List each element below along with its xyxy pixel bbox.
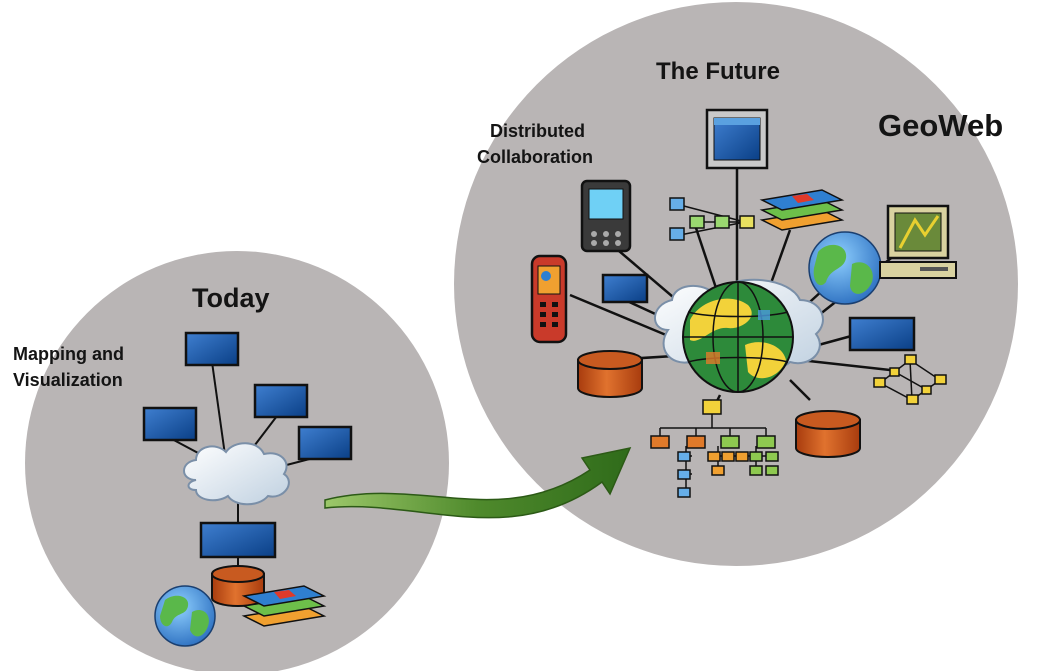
distributed-label-line1: Distributed [490, 121, 586, 141]
computer-monitor-icon [601, 273, 649, 304]
mapping-label-line1: Mapping and [13, 344, 124, 364]
workflow-icon [669, 197, 755, 241]
computer-monitor-icon [199, 521, 277, 559]
geoweb-label: GeoWeb [878, 108, 1004, 143]
computer-monitor-icon [297, 425, 353, 461]
database-icon [577, 350, 643, 398]
computer-monitor-icon [142, 406, 198, 442]
curved-arrow-icon [324, 446, 632, 519]
distributed-label-line2: Collaboration [477, 147, 593, 167]
org-chart-icon [650, 399, 779, 498]
computer-monitor-icon [184, 331, 240, 367]
globe-icon [154, 585, 216, 647]
mobile-phone-icon [530, 254, 568, 344]
computer-monitor-icon [705, 108, 769, 170]
pda-device-icon [580, 179, 632, 253]
computer-monitor-icon [848, 316, 916, 352]
desktop-computer-icon [879, 204, 957, 279]
cloud-icon [183, 442, 290, 506]
globe-icon [682, 281, 794, 393]
future-label: The Future [656, 58, 780, 85]
globe-icon [808, 231, 882, 305]
computer-monitor-icon [253, 383, 309, 419]
mapping-label-line2: Visualization [13, 370, 123, 390]
database-icon [795, 410, 861, 458]
today-label: Today [192, 283, 270, 313]
network-graph-icon [873, 354, 947, 405]
